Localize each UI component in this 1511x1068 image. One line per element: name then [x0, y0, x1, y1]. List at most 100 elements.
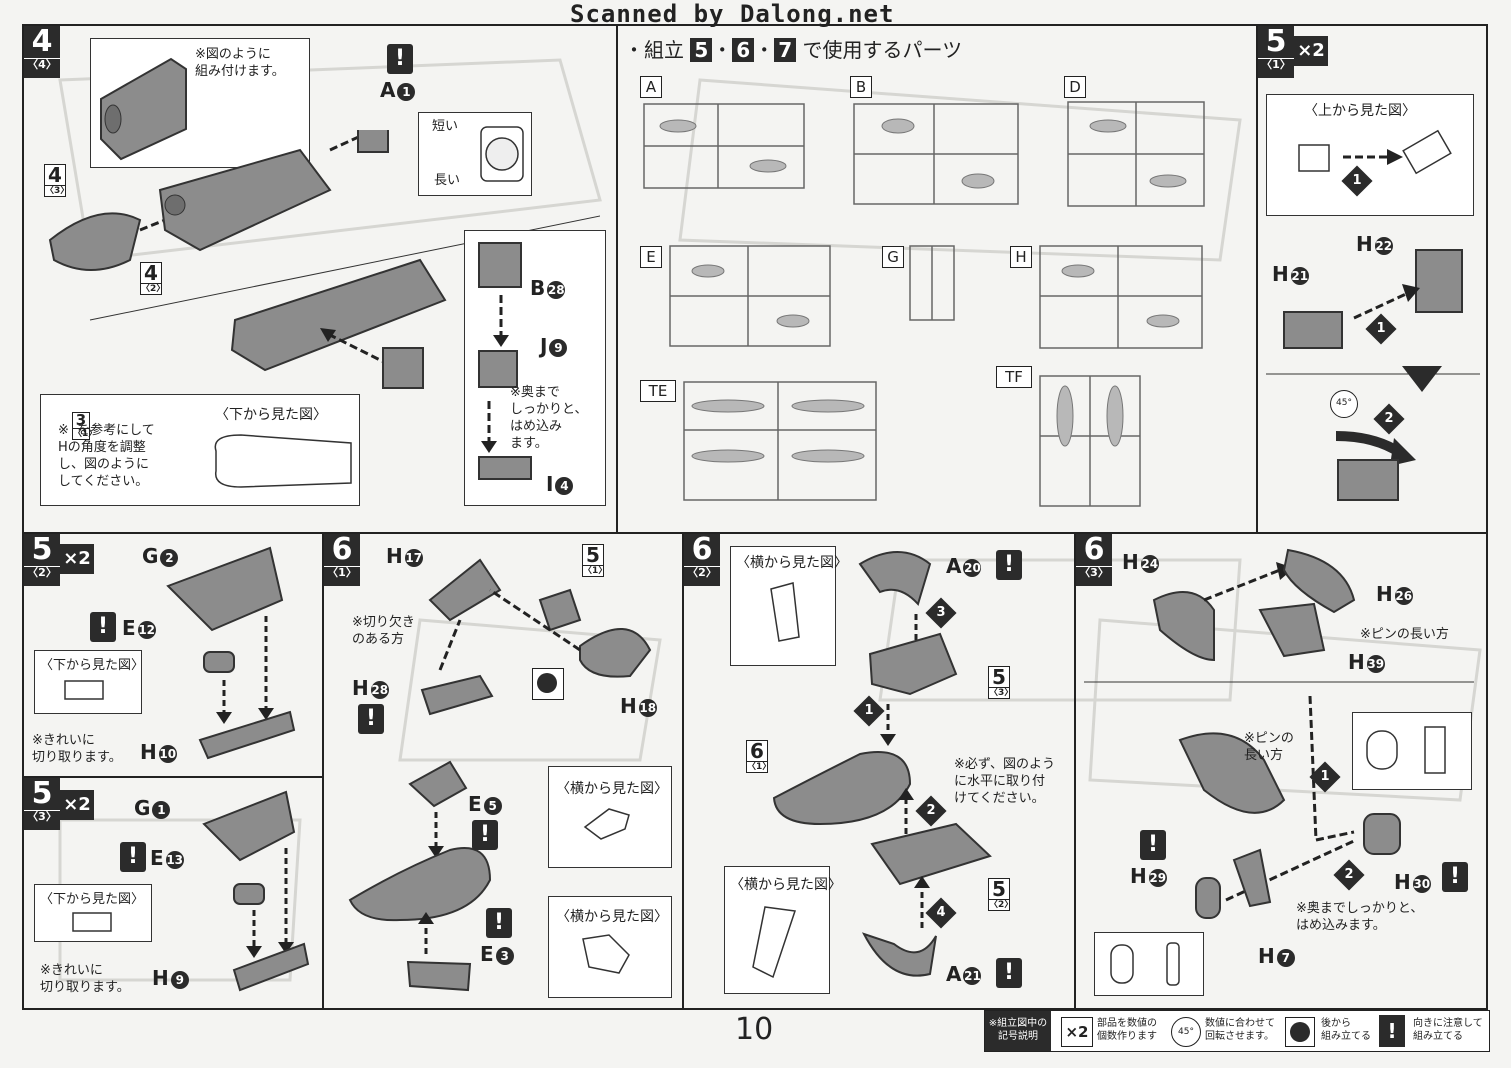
scanner-watermark: Scanned by Dalong.net: [570, 0, 895, 28]
legend-rotate-desc: 数値に合わせて 回転させます。: [1205, 1018, 1275, 1042]
step6-3-pin-note: ※ピンの長い方: [1360, 627, 1449, 642]
step4-inset-assembled-view: [90, 38, 310, 168]
runner-sprue-drawings: [643, 101, 1205, 507]
ref-step-5-3: 5〈3〉: [988, 665, 1014, 699]
orientation-warning-icon-e13: !: [120, 842, 146, 872]
step6-2-drawing: [772, 551, 992, 977]
bottom-view-drawing: [214, 434, 352, 488]
step6-3-panel: [1074, 532, 1488, 1010]
sequence-2-icon-6-3: 2: [1333, 859, 1365, 891]
runner-label-a: A: [640, 76, 662, 98]
step6-1-side-view-box: [548, 766, 672, 868]
legend-excl-icon: !: [1379, 1015, 1405, 1047]
step6-2-side-view-drawing: [770, 582, 800, 642]
short-long-diagram: [480, 126, 524, 182]
pin-detail-drawing: [1366, 726, 1446, 774]
step6-3-h29-detail-box: [1094, 932, 1204, 996]
step6-2-level-note: ※必ず、図のよう に水平に取り付 けてください。: [954, 757, 1055, 806]
step4-subassembly-box: [464, 230, 606, 506]
step6-3-pin-detail-box: [1352, 712, 1472, 790]
inset-part-drawing: [100, 57, 187, 161]
parts-list-title: ・組立 5・6・7 で使用するパーツ: [624, 38, 963, 62]
step6-2-side-view-title: 〈横から見た図〉: [736, 555, 848, 571]
step5-1-drawing: [1266, 249, 1480, 501]
step5-2-bottom-view-box: [34, 650, 142, 714]
runner-label-h: H: [1010, 246, 1032, 268]
step5-3-bottom-view-title: 〈下から見た図〉: [40, 892, 145, 907]
orientation-warning-icon-e3: !: [486, 908, 512, 938]
step6-1-notch-note: ※切り欠き のある方: [352, 615, 415, 647]
ref-step-3-1: 3〈1〉: [72, 411, 98, 440]
step5-1-top-view-title: 〈上から見た図〉: [1304, 103, 1416, 119]
step6-1-side-view-drawing: [583, 808, 630, 840]
step5-2-bottom-view-drawing: [64, 680, 104, 700]
sequence-4-icon-6-2: 4: [925, 897, 957, 929]
orientation-warning-icon-a20: !: [996, 550, 1022, 580]
orientation-warning-icon-e5: !: [472, 820, 498, 850]
orientation-warning-icon: !: [387, 44, 413, 74]
step5-3-number: 5〈3〉: [24, 778, 60, 830]
subassembly-drawing: [478, 242, 532, 480]
step4-main-drawing: [48, 130, 600, 389]
step5-3-drawing: [202, 790, 310, 992]
step4-assemble-note: ※図のように 組み付けます。: [195, 47, 285, 79]
step5-3-clean-note: ※きれいに 切り取ります。: [40, 963, 130, 995]
orientation-warning-icon-h29: !: [1140, 830, 1166, 860]
sequence-3-icon-6-2: 3: [925, 597, 957, 629]
step4-bottom-note: ※ を参考にして Hの角度を調整 し、図のように してください。: [58, 423, 155, 489]
step4-deep-note: ※奥まで しっかりと、 はめ込み ます。: [510, 385, 588, 451]
step6-3-deep-note: ※奥までしっかりと、 はめ込みます。: [1296, 901, 1424, 933]
legend-x2-desc: 部品を数値の 個数作ります: [1097, 1018, 1157, 1042]
orientation-warning-icon-e12: !: [90, 612, 116, 642]
ref-step-4-3: 4〈3〉: [44, 163, 70, 197]
short-long-orientation-box: [418, 112, 532, 196]
step6-1-side-view-title: 〈横から見た図〉: [556, 781, 668, 797]
back-assemble-icon: [532, 668, 564, 700]
h29-detail-drawing: [1110, 942, 1180, 986]
runner-label-d: D: [1064, 76, 1086, 98]
step4-bottom-view-box: [40, 394, 360, 506]
step6-2-number: 6〈2〉: [684, 534, 720, 586]
runner-label-tf: TF: [996, 366, 1032, 388]
parts-step-5: 5: [690, 38, 713, 62]
step5-2-drawing: [166, 546, 296, 760]
step5-3-bottom-view-drawing: [72, 912, 112, 932]
step6-3-pin-note-2: ※ピンの 長い方: [1244, 731, 1294, 763]
step6-3-drawing: [1084, 548, 1474, 919]
orientation-warning-icon-h30: !: [1442, 862, 1468, 892]
legend-title: ※組立図中の 記号説明: [985, 1011, 1051, 1051]
step5-3-multiplier-icon: ×2: [60, 790, 94, 820]
parts-step-7: 7: [774, 38, 797, 62]
step5-2-bottom-view-title: 〈下から見た図〉: [40, 658, 145, 673]
orientation-warning-icon-h28: !: [358, 704, 384, 734]
long-label: 長い: [434, 173, 461, 188]
step5-3-bottom-view-box: [34, 884, 152, 942]
step6-1-side-view-title-2: 〈横から見た図〉: [556, 909, 668, 925]
legend-excl-desc: 向きに注意して 組み立てる: [1413, 1018, 1483, 1042]
step6-2-side-view-drawing-2: [752, 906, 796, 979]
ref-step-5-2: 5〈2〉: [988, 877, 1014, 911]
step6-3-number: 6〈3〉: [1076, 534, 1112, 586]
step5-1-number: 5〈1〉: [1258, 26, 1294, 78]
page-number: 10: [735, 1012, 774, 1047]
step6-1-side-view-box-2: [548, 896, 672, 998]
legend-rotate-icon: 45°: [1171, 1017, 1201, 1047]
step5-1-top-view-box: [1266, 94, 1474, 216]
step6-2-side-view-box: [730, 546, 836, 666]
